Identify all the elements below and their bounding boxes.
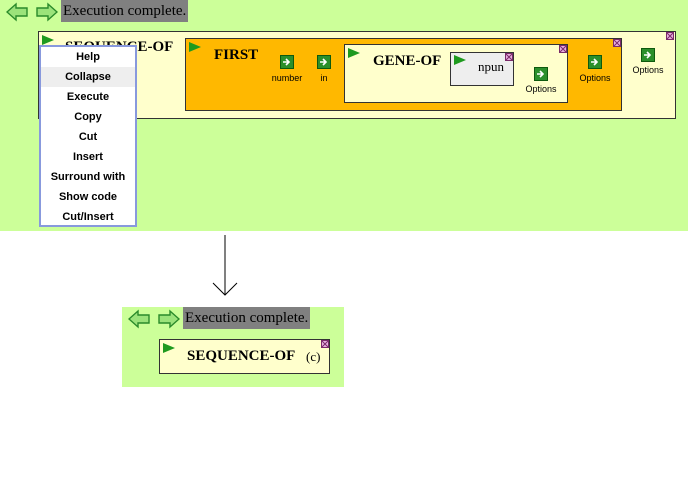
expand-triangle-icon[interactable] bbox=[454, 55, 466, 65]
context-menu: Help Collapse Execute Copy Cut Insert Su… bbox=[39, 45, 137, 227]
in-label: in bbox=[320, 73, 328, 83]
menu-item-copy[interactable]: Copy bbox=[74, 111, 102, 123]
menu-item-help[interactable]: Help bbox=[41, 47, 135, 68]
in-button[interactable] bbox=[317, 55, 331, 69]
first-options-label: Options bbox=[579, 73, 611, 83]
menu-item-cut[interactable]: Cut bbox=[78, 131, 98, 143]
forward-arrow-icon[interactable] bbox=[158, 309, 181, 329]
menu-item-surround-with[interactable]: Surround with bbox=[50, 171, 126, 183]
first-block[interactable]: FIRST number in GENE-OF bbox=[185, 38, 622, 111]
back-arrow-icon[interactable] bbox=[127, 309, 150, 329]
expand-triangle-icon[interactable] bbox=[42, 35, 54, 45]
close-icon[interactable] bbox=[321, 340, 329, 348]
collapsed-title: SEQUENCE-OF bbox=[187, 348, 296, 364]
npun-value: npun bbox=[478, 59, 504, 74]
close-icon[interactable] bbox=[613, 39, 621, 47]
close-icon[interactable] bbox=[666, 32, 674, 40]
menu-item-cut-insert[interactable]: Cut/Insert bbox=[62, 211, 114, 223]
menu-item-insert[interactable]: Insert bbox=[73, 151, 103, 163]
gene-options-button[interactable] bbox=[534, 67, 548, 81]
first-title: FIRST bbox=[214, 47, 259, 63]
number-button[interactable] bbox=[280, 55, 294, 69]
expand-triangle-icon[interactable] bbox=[348, 48, 360, 58]
number-label: number bbox=[271, 73, 303, 83]
transition-arrow-icon bbox=[212, 235, 238, 296]
first-options-button[interactable] bbox=[588, 55, 602, 69]
menu-item-collapse[interactable]: Collapse bbox=[41, 67, 135, 87]
bottom-panel: Execution complete. SEQUENCE-OF (c) bbox=[122, 307, 344, 387]
close-icon[interactable] bbox=[559, 45, 567, 53]
outer-options-label: Options bbox=[632, 65, 664, 75]
outer-options-button[interactable] bbox=[641, 48, 655, 62]
back-arrow-icon[interactable] bbox=[5, 2, 28, 22]
expand-triangle-icon[interactable] bbox=[163, 343, 175, 353]
sequence-of-block[interactable]: SEQUENCE-OF FIRST number in GENE-OF bbox=[38, 31, 676, 119]
gene-options-label: Options bbox=[525, 84, 557, 94]
menu-item-execute[interactable]: Execute bbox=[66, 91, 110, 103]
status-message: Execution complete. bbox=[183, 307, 311, 329]
close-icon[interactable] bbox=[505, 53, 513, 61]
collapsed-sequence-of-block[interactable]: SEQUENCE-OF (c) bbox=[159, 339, 330, 374]
collapsed-suffix: (c) bbox=[306, 349, 321, 364]
forward-arrow-icon[interactable] bbox=[36, 2, 59, 22]
top-panel: Execution complete. SEQUENCE-OF FIRST nu… bbox=[0, 0, 688, 231]
gene-of-block[interactable]: GENE-OF npun Options bbox=[344, 44, 568, 103]
expand-triangle-icon[interactable] bbox=[189, 42, 201, 52]
menu-item-show-code[interactable]: Show code bbox=[58, 191, 118, 203]
gene-of-title: GENE-OF bbox=[373, 53, 442, 69]
status-message: Execution complete. bbox=[61, 0, 189, 22]
npun-field[interactable]: npun bbox=[450, 52, 514, 86]
